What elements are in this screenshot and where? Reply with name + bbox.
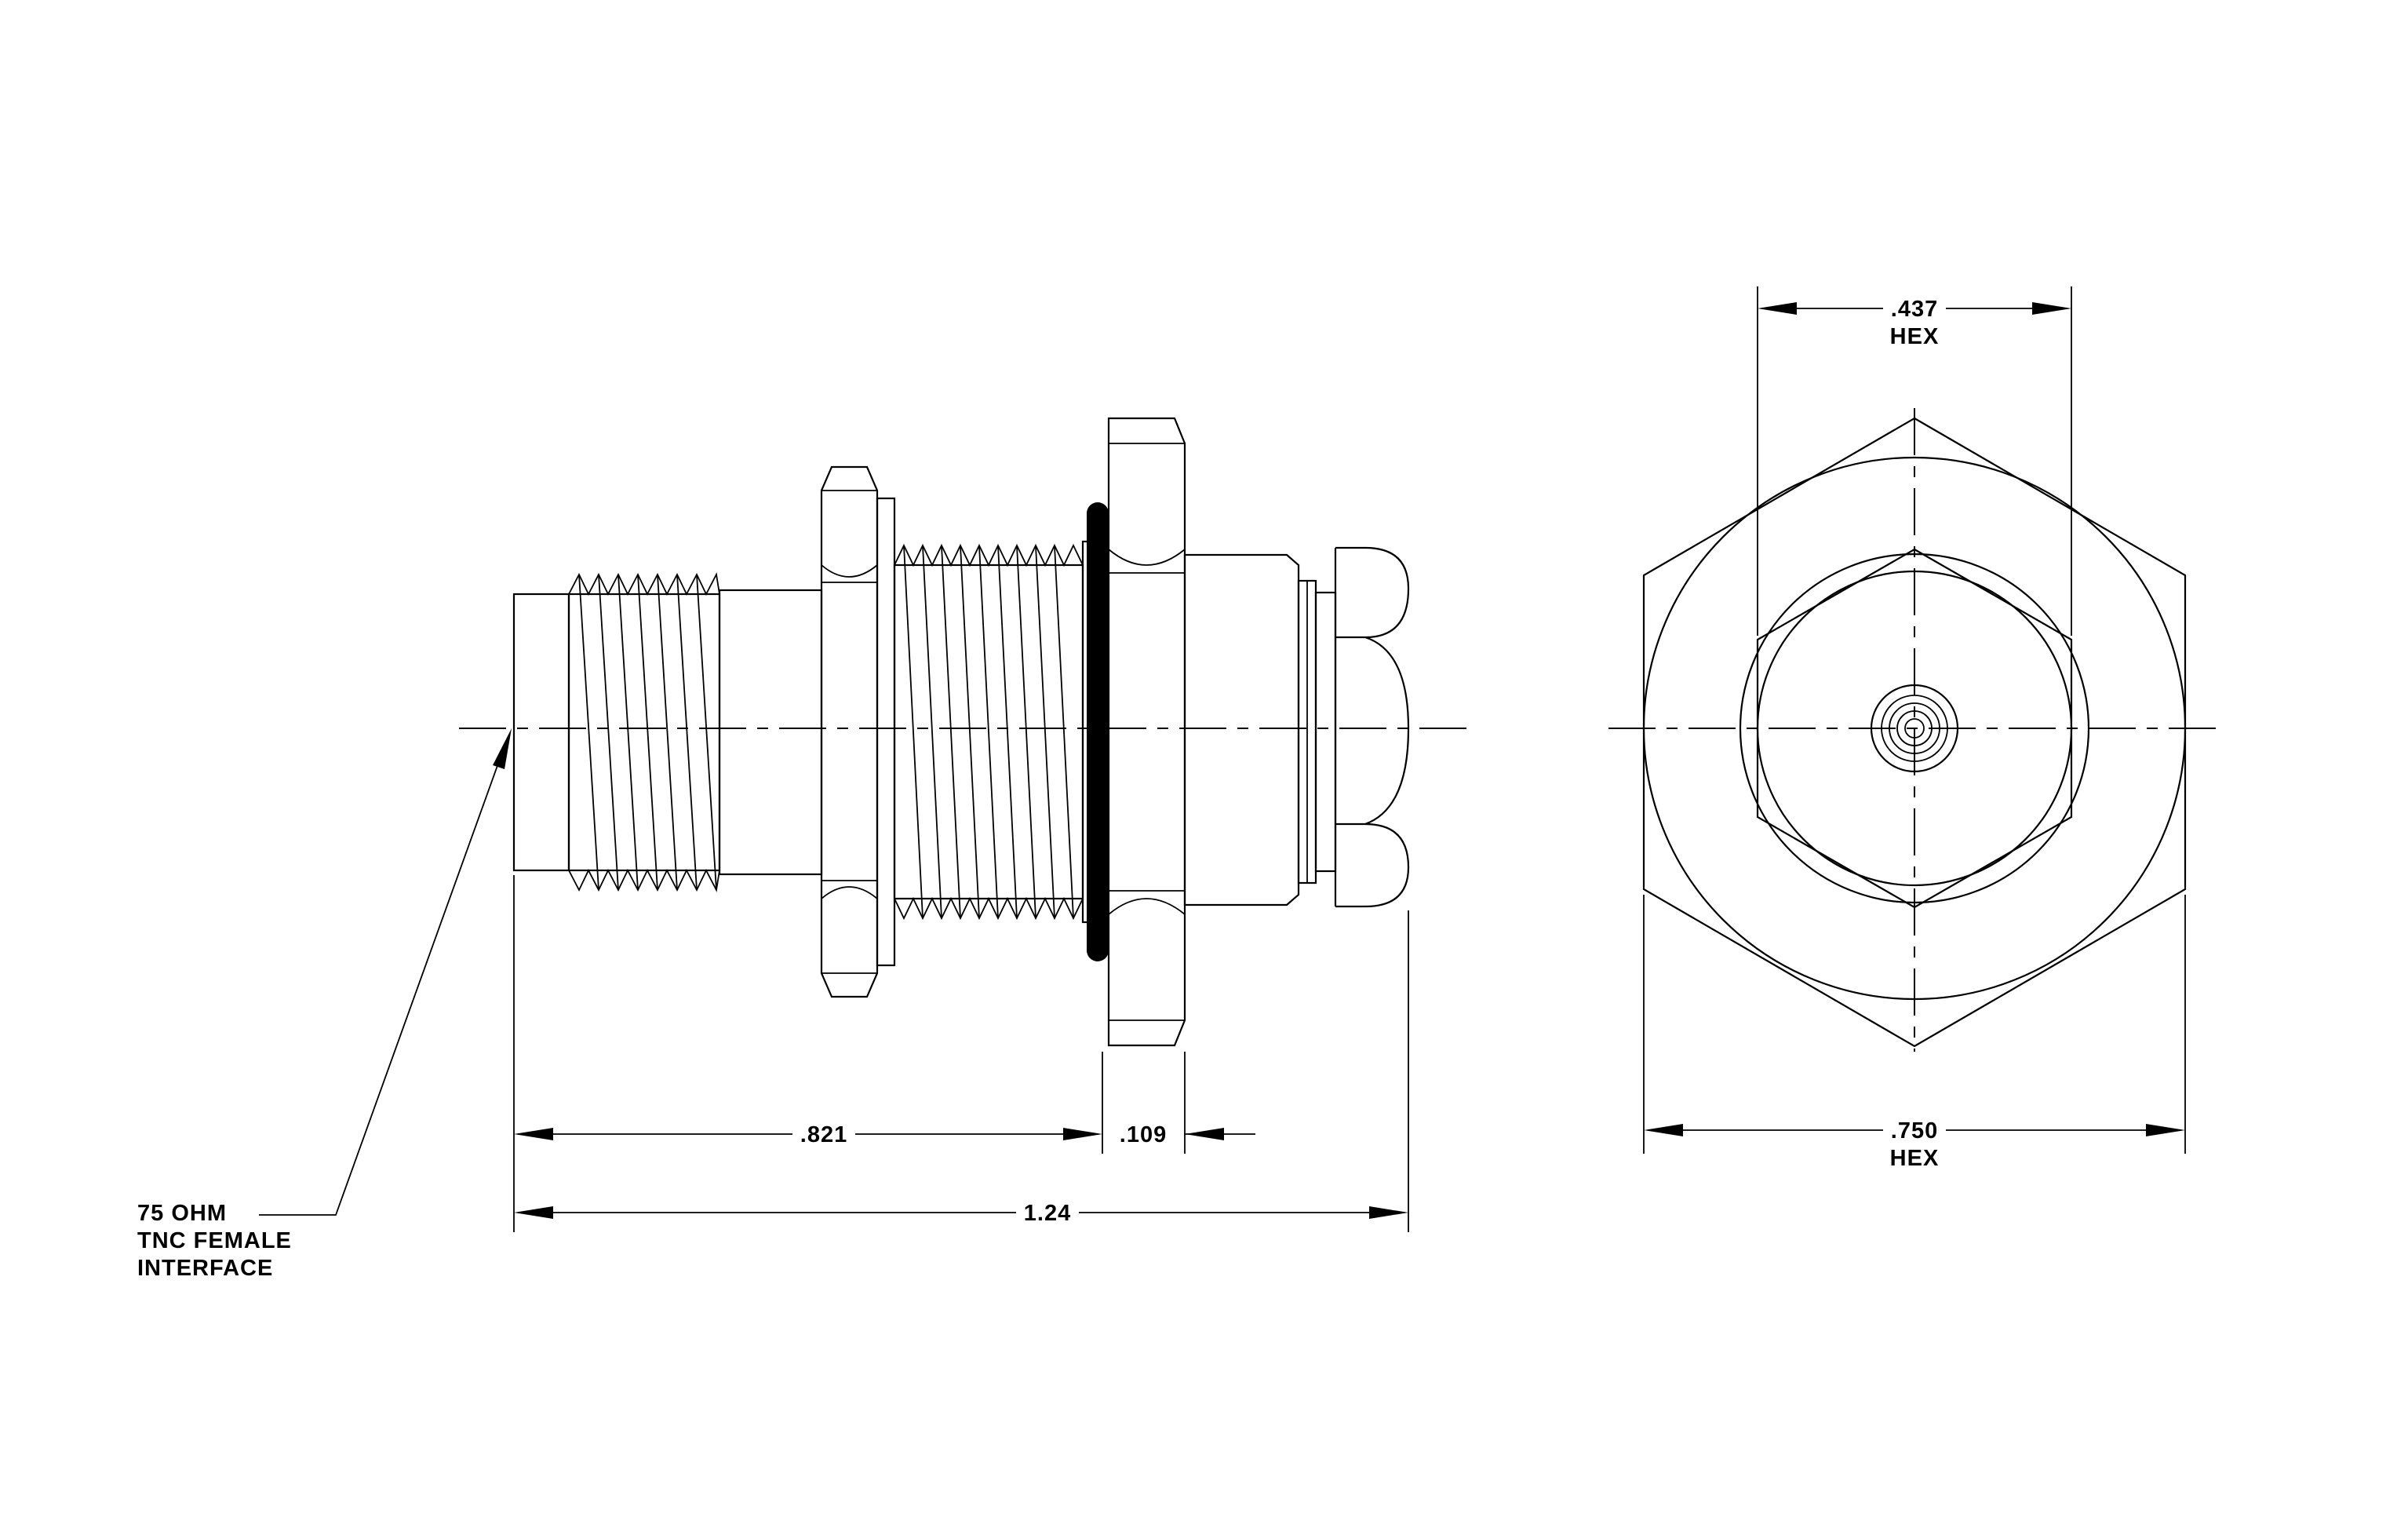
note-line3: INTERFACE <box>137 1256 273 1281</box>
dim-821-label: .821 <box>800 1122 847 1147</box>
flange-hex <box>1107 417 1186 1047</box>
front-hex-nut <box>820 465 879 998</box>
note-line2: TNC FEMALE <box>137 1228 292 1253</box>
note-line1: 75 OHM <box>137 1201 227 1226</box>
rear-thread <box>893 543 1084 921</box>
front-view <box>1608 408 2220 1052</box>
dim-750-unit: HEX <box>1890 1146 1940 1171</box>
dimensions: .821 .109 1.24 75 OHM TNC FEMALE INTERFA… <box>137 286 2186 1281</box>
o-ring-gasket <box>1087 502 1109 961</box>
dim-821: .821 <box>514 1122 1102 1147</box>
interface-leader: 75 OHM TNC FEMALE INTERFACE <box>137 728 512 1281</box>
dim-109-label: .109 <box>1120 1122 1167 1147</box>
dim-124-label: 1.24 <box>1024 1201 1071 1226</box>
dim-437-unit: HEX <box>1890 324 1940 349</box>
dim-437-hex: .437 HEX <box>1757 286 2072 636</box>
lock-washer <box>876 497 896 967</box>
neck <box>718 589 823 876</box>
dim-124: 1.24 <box>514 1201 1408 1226</box>
tnc-front-sleeve <box>512 593 570 872</box>
side-view <box>459 417 1467 1047</box>
inner-circle <box>1739 553 2090 904</box>
center-contact <box>1870 684 1959 773</box>
dim-750-label: .750 <box>1891 1118 1938 1143</box>
gasket-seat <box>1081 540 1091 924</box>
dim-750-hex: .750 HEX <box>1643 895 2186 1171</box>
rear-groove <box>1297 579 1337 885</box>
outer-hex <box>1642 417 2187 1048</box>
inner-hex <box>1756 548 2073 909</box>
outer-circle <box>1642 456 2187 1001</box>
rear-body <box>1183 553 1300 906</box>
dim-109: .109 <box>1120 1122 1255 1147</box>
rear-cap <box>1334 546 1410 908</box>
dim-437-label: .437 <box>1891 297 1938 322</box>
bore-circle <box>1756 570 2073 887</box>
front-thread <box>567 572 721 892</box>
